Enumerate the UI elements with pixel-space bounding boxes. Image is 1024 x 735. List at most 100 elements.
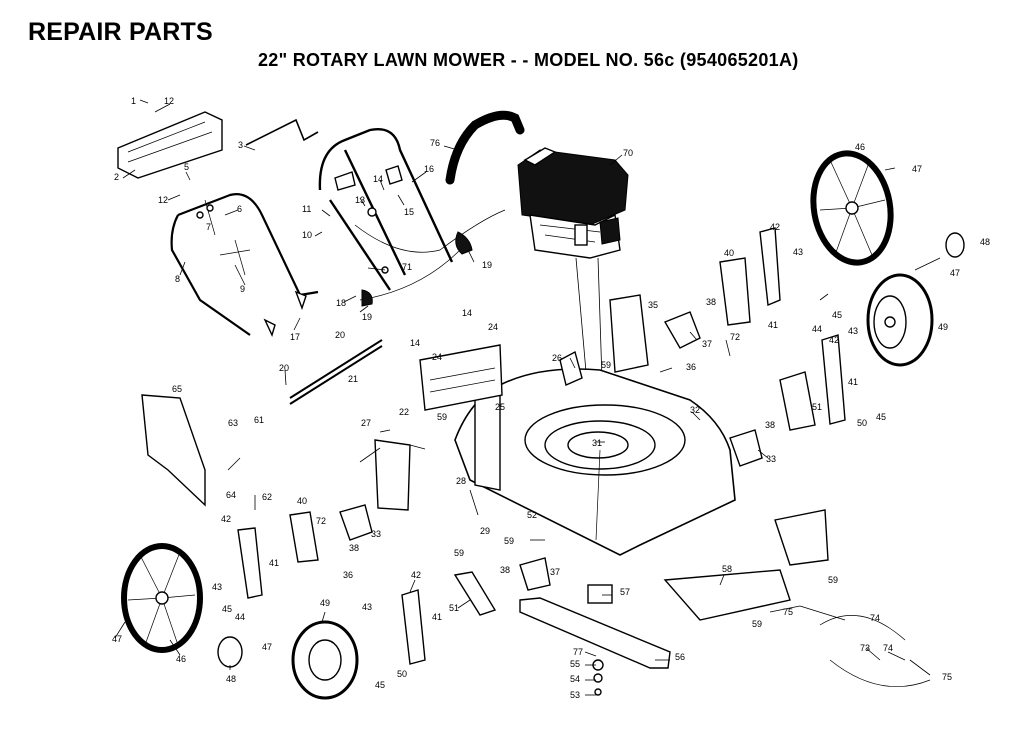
callout: 10	[302, 230, 312, 240]
callout: 53	[570, 690, 580, 700]
callout: 59	[601, 360, 611, 370]
callout: 14	[373, 174, 383, 184]
callout: 72	[316, 516, 326, 526]
callout: 27	[361, 418, 371, 428]
callout: 49	[320, 598, 330, 608]
callout: 48	[980, 237, 990, 247]
callout: 45	[832, 310, 842, 320]
callout: 59	[454, 548, 464, 558]
leader-lines	[114, 99, 941, 696]
callout: 9	[240, 284, 245, 294]
callout: 61	[254, 415, 264, 425]
callout: 72	[730, 332, 740, 342]
callout: 43	[848, 326, 858, 336]
callout: 54	[570, 674, 580, 684]
callout: 18	[336, 298, 346, 308]
callout: 35	[648, 300, 658, 310]
callout: 14	[410, 338, 420, 348]
callout: 45	[222, 604, 232, 614]
callout: 24	[488, 322, 498, 332]
callout: 44	[812, 324, 822, 334]
callout: 37	[550, 567, 560, 577]
callout-labels: 1 12 2 5 12 6 7 8 9 17 3 11 10 13 14 15 …	[112, 96, 990, 700]
callout: 58	[722, 564, 732, 574]
callout: 31	[592, 438, 602, 448]
callout: 42	[221, 514, 231, 524]
callout: 56	[675, 652, 685, 662]
callout: 43	[362, 602, 372, 612]
callout: 59	[828, 575, 838, 585]
callout: 59	[437, 412, 447, 422]
callout: 17	[290, 332, 300, 342]
callout: 12	[164, 96, 174, 106]
callout: 43	[212, 582, 222, 592]
handle-grip-illustration	[445, 110, 525, 185]
callout: 37	[702, 339, 712, 349]
callout: 48	[226, 674, 236, 684]
callout: 70	[623, 148, 633, 158]
callout: 20	[335, 330, 345, 340]
callout: 52	[527, 510, 537, 520]
callout: 22	[399, 407, 409, 417]
callout: 50	[397, 669, 407, 679]
callout: 41	[768, 320, 778, 330]
callout: 55	[570, 659, 580, 669]
callout: 26	[552, 353, 562, 363]
callout: 42	[770, 222, 780, 232]
callout: 38	[500, 565, 510, 575]
callout: 45	[375, 680, 385, 690]
callout: 49	[938, 322, 948, 332]
callout: 25	[495, 402, 505, 412]
callout: 51	[449, 603, 459, 613]
callout: 33	[766, 454, 776, 464]
rear-flap-illustration	[289, 339, 503, 411]
callout: 6	[237, 204, 242, 214]
callout: 42	[829, 335, 839, 345]
callout: 59	[504, 536, 514, 546]
bag-frame-illustration	[117, 111, 319, 337]
page-title: REPAIR PARTS	[28, 18, 213, 46]
mower-deck-illustration	[454, 350, 736, 556]
engine-illustration	[517, 147, 629, 441]
callout: 29	[480, 526, 490, 536]
callout: 21	[348, 374, 358, 384]
callout: 47	[112, 634, 122, 644]
callout: 46	[176, 654, 186, 664]
callout: 71	[402, 262, 412, 272]
callout: 41	[269, 558, 279, 568]
left-wheel-assemblies-illustration	[121, 394, 497, 700]
callout: 3	[238, 140, 243, 150]
callout: 64	[226, 490, 236, 500]
callout: 41	[432, 612, 442, 622]
callout: 50	[857, 418, 867, 428]
callout: 47	[262, 642, 272, 652]
callout: 42	[411, 570, 421, 580]
callout: 19	[482, 260, 492, 270]
callout: 73	[860, 643, 870, 653]
callout: 62	[262, 492, 272, 502]
callout: 51	[812, 402, 822, 412]
callout: 38	[706, 297, 716, 307]
callout: 16	[424, 164, 434, 174]
callout: 47	[912, 164, 922, 174]
callout: 2	[114, 172, 119, 182]
callout: 63	[228, 418, 238, 428]
callout: 46	[855, 142, 865, 152]
callout: 12	[158, 195, 168, 205]
callout: 13	[355, 195, 365, 205]
callout: 1	[131, 96, 136, 106]
callout: 38	[349, 543, 359, 553]
callout: 57	[620, 587, 630, 597]
callout: 5	[184, 162, 189, 172]
callout: 20	[279, 363, 289, 373]
right-wheel-assemblies-illustration	[719, 150, 965, 431]
callout: 74	[870, 613, 880, 623]
callout: 11	[302, 204, 311, 214]
callout: 36	[343, 570, 353, 580]
callout: 76	[430, 138, 440, 148]
callout: 7	[206, 222, 211, 232]
callout: 36	[686, 362, 696, 372]
callout: 24	[432, 352, 442, 362]
callout: 59	[752, 619, 762, 629]
